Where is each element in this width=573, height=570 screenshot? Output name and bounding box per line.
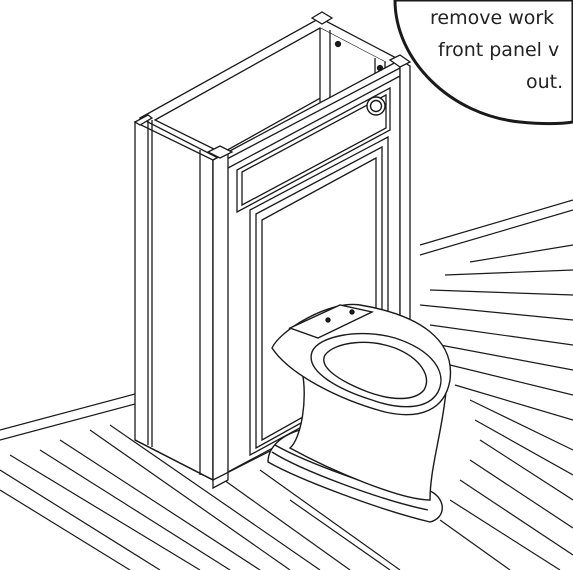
toilet-pan (267, 303, 452, 523)
callout-line-1: remove work (430, 7, 554, 29)
callout-bubble (393, 0, 573, 125)
callout-line-3: out. (526, 71, 563, 93)
flush-button-icon (366, 96, 386, 116)
callout-line-2: front panel v (438, 39, 559, 61)
instruction-callout: remove work front panel v out. (393, 0, 573, 125)
